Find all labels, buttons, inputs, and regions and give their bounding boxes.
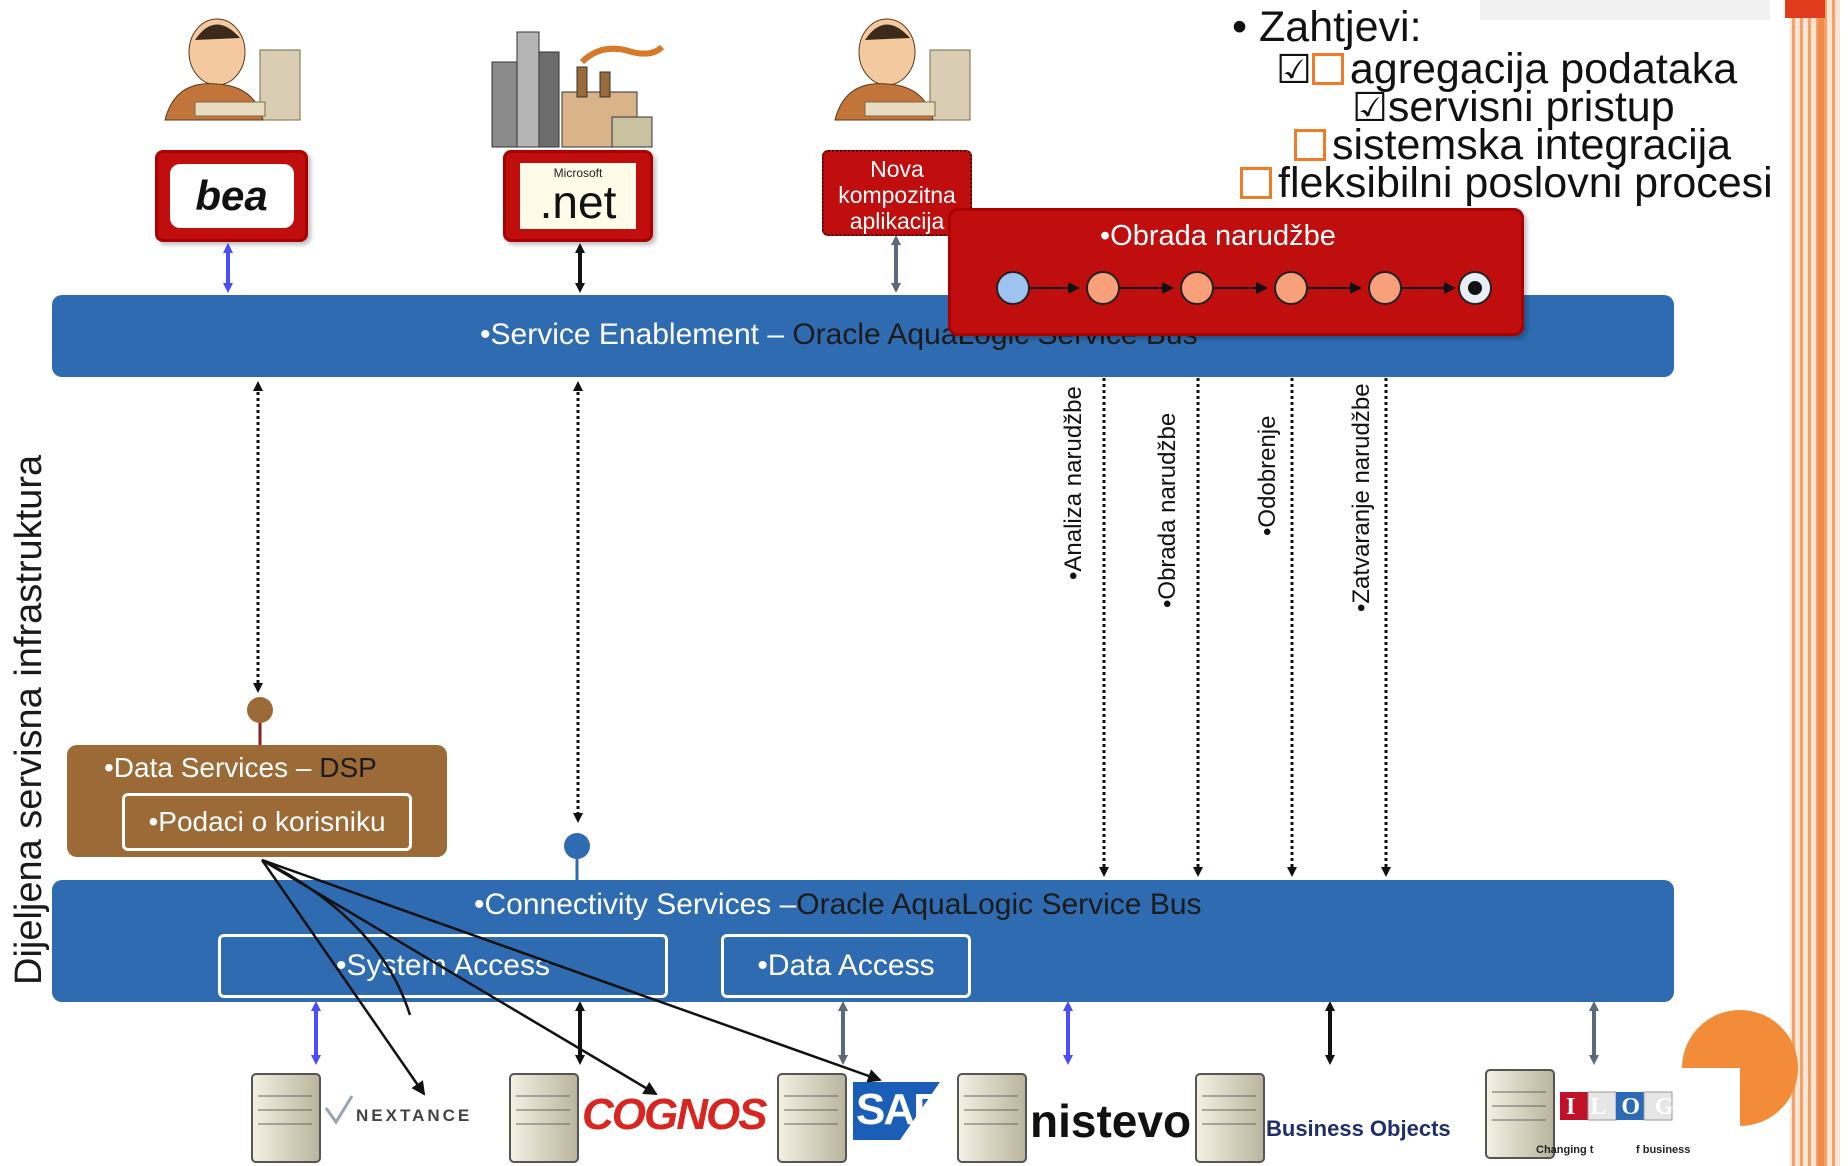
- bea-logo: bea: [195, 172, 268, 219]
- business-objects-logo: Business Objects: [1266, 1116, 1451, 1141]
- requirements-heading-text: Zahtjevi:: [1259, 3, 1422, 51]
- composite-app-badge: Nova kompozitna aplikacija: [822, 150, 972, 236]
- order-process-title: •Obrada narudžbe: [1100, 220, 1336, 252]
- service-enablement-prefix: •Service Enablement –: [480, 318, 793, 351]
- net-logo: .net: [539, 176, 617, 228]
- city-factory-icon: [491, 31, 665, 148]
- server-icon: [509, 1073, 579, 1163]
- requirement-item-4: fleksibilni poslovni procesi: [1240, 162, 1773, 205]
- ilog-logo: ILOG: [1566, 1094, 1689, 1120]
- microsoft-label: Microsoft: [553, 166, 603, 180]
- bullet-icon: •: [1232, 3, 1260, 51]
- server-icon: [777, 1073, 847, 1163]
- top-gray-strip: [1480, 0, 1770, 20]
- data-services-box: [67, 745, 447, 857]
- data-services-product: DSP: [319, 752, 377, 783]
- requirement-item-2: ☑servisni pristup: [1352, 86, 1675, 129]
- server-icon: [1485, 1069, 1555, 1159]
- net-app-badge: Microsoft .net: [503, 150, 653, 242]
- connectivity-services-bar: [52, 880, 1674, 1002]
- connectivity-services-label: •Connectivity Services –Oracle AquaLogic…: [474, 888, 1202, 922]
- ilog-tagline-right: f business: [1636, 1144, 1691, 1156]
- connectivity-product: Oracle AquaLogic Service Bus: [796, 888, 1202, 921]
- composite-line-3: aplikacija: [849, 208, 945, 234]
- requirement-label-2: servisni pristup: [1387, 83, 1675, 131]
- checked-box-icon[interactable]: ☑: [1276, 48, 1312, 92]
- requirements-heading: • Zahtjevi:: [1232, 6, 1422, 49]
- connectivity-prefix: •Connectivity Services –: [474, 888, 797, 921]
- process-step-node: [1274, 271, 1308, 305]
- data-services-label: •Data Services – DSP: [104, 752, 377, 784]
- requirement-label-1: agregacija podataka: [1349, 45, 1738, 93]
- process-step-node: [1086, 271, 1120, 305]
- ilog-tagline-left: Changing t: [1536, 1144, 1594, 1156]
- process-step-node: [1368, 271, 1402, 305]
- orange-circle-decoration: [1682, 1010, 1798, 1128]
- decorative-stripe-band: [1790, 0, 1840, 1166]
- ilog-logo-mark: [1560, 1091, 1673, 1121]
- system-access-box[interactable]: •System Access: [218, 934, 668, 998]
- data-access-box[interactable]: •Data Access: [721, 934, 971, 998]
- composite-line-2: kompozitna: [838, 182, 956, 208]
- connectivity-connector-node: [564, 833, 590, 859]
- server-icon: [251, 1073, 321, 1163]
- nextance-logo: NEXTANCE: [356, 1106, 473, 1125]
- process-flow: [996, 271, 1492, 305]
- corner-red-tab: [1785, 0, 1825, 18]
- sap-logo-shape: [853, 1082, 940, 1140]
- bea-app-badge: bea: [155, 150, 308, 242]
- cognos-logo: COGNOS: [582, 1090, 768, 1139]
- process-start-node: [996, 271, 1030, 305]
- checkbox-icon[interactable]: [1240, 167, 1272, 199]
- requirement-label-3: sistemska integracija: [1332, 121, 1732, 169]
- user-workstation-icon: [164, 18, 301, 121]
- nextance-check-mark: [324, 1095, 354, 1125]
- checkbox-icon[interactable]: [1294, 129, 1326, 161]
- checkbox-icon[interactable]: [1311, 53, 1344, 85]
- server-icon: [1195, 1073, 1265, 1163]
- order-process-box: [948, 208, 1524, 336]
- requirement-item-3: sistemska integracija: [1294, 124, 1731, 167]
- server-icon: [957, 1073, 1027, 1163]
- user-workstation-icon: [834, 18, 971, 121]
- requirement-label-4: fleksibilni poslovni procesi: [1278, 159, 1773, 207]
- nistevo-logo: nistevo: [1030, 1095, 1192, 1147]
- process-step-node: [1180, 271, 1214, 305]
- sap-logo: SAP: [856, 1085, 942, 1134]
- data-services-prefix: •Data Services –: [104, 752, 320, 783]
- requirement-item-1: ☑ agregacija podataka: [1276, 48, 1737, 91]
- composite-line-1: Nova: [870, 156, 924, 182]
- checked-box-icon[interactable]: ☑: [1352, 86, 1388, 130]
- dsp-connector-node: [247, 697, 273, 723]
- customer-data-box[interactable]: •Podaci o korisniku: [122, 793, 412, 851]
